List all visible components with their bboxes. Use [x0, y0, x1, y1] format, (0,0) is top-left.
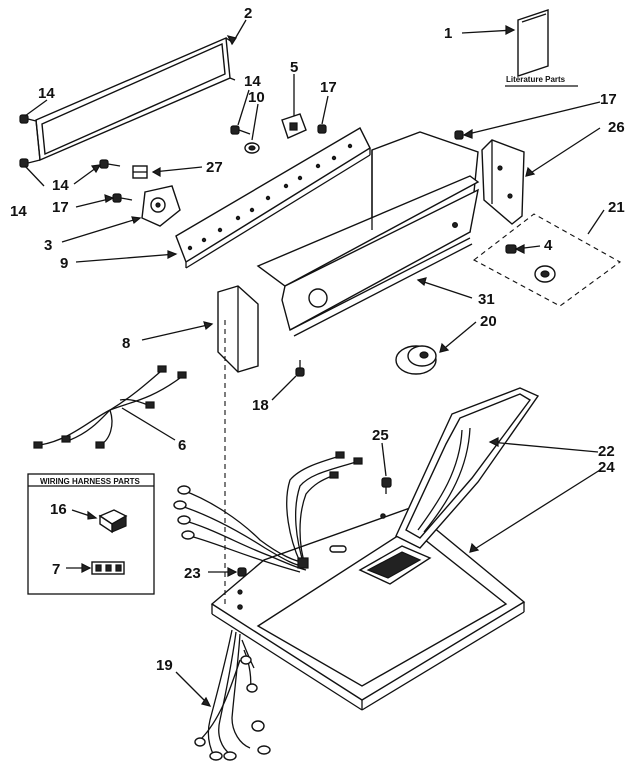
- screw-14-mid: [99, 159, 121, 169]
- callout-22: 22: [598, 443, 615, 460]
- screw-18: [295, 360, 305, 377]
- screw-14-left-bottom: [19, 158, 41, 168]
- callout-27: 27: [206, 159, 223, 176]
- callout-3: 3: [44, 237, 52, 254]
- switch-27: [132, 165, 148, 179]
- callout-24: 24: [598, 459, 615, 476]
- bottom-harness-19: [194, 629, 271, 761]
- callout-18: 18: [252, 397, 269, 414]
- top-harness: [173, 451, 363, 573]
- callout-1: 1: [444, 25, 452, 42]
- callout-14-d: 14: [10, 203, 27, 220]
- wire-harness-6: [33, 365, 187, 449]
- callout-16: 16: [50, 501, 67, 518]
- screw-14-left-top: [19, 114, 37, 124]
- console-end-cap: [217, 285, 259, 373]
- callout-21: 21: [608, 199, 625, 216]
- clip-23: [237, 567, 247, 577]
- callout-31: 31: [478, 291, 495, 308]
- literature-parts-label: Literature Parts: [506, 75, 566, 84]
- screw-14-upper: [230, 125, 251, 135]
- callout-17-c: 17: [52, 199, 69, 216]
- control-panel: [175, 127, 371, 269]
- callout-20: 20: [480, 313, 497, 330]
- main-top: [210, 320, 526, 711]
- callout-25: 25: [372, 427, 389, 444]
- console-body: [256, 131, 480, 337]
- lint-duct-22: [395, 387, 540, 549]
- knob-group-21: [472, 213, 622, 307]
- switch-5: [281, 113, 307, 139]
- callouts: 2 1 14 14 14 14 5 10 17 17 17 26 27 3 9 …: [10, 5, 625, 674]
- screw-17-upper: [317, 124, 327, 134]
- callout-6: 6: [178, 437, 186, 454]
- callout-17-b: 17: [600, 91, 617, 108]
- washer-10: [244, 142, 260, 154]
- callout-14-b: 14: [244, 73, 261, 90]
- callout-4: 4: [544, 237, 553, 254]
- wiring-harness-box: [27, 473, 155, 595]
- screw-17-right: [454, 130, 464, 140]
- end-bracket-26: [481, 139, 525, 225]
- literature-booklet: [505, 9, 578, 87]
- connector-7: [91, 561, 125, 575]
- callout-2: 2: [244, 5, 252, 22]
- callout-19: 19: [156, 657, 173, 674]
- callout-17-a: 17: [320, 79, 337, 96]
- callout-7: 7: [52, 561, 60, 578]
- callout-26: 26: [608, 119, 625, 136]
- callout-10: 10: [248, 89, 265, 106]
- callout-14-a: 14: [38, 85, 55, 102]
- screw-17-left: [112, 193, 133, 203]
- arrowheads: [81, 25, 536, 707]
- connector-16: [98, 509, 128, 534]
- back-panel: [35, 36, 236, 162]
- wiring-harness-title: WIRING HARNESS PARTS: [40, 477, 141, 486]
- callout-8: 8: [122, 335, 130, 352]
- callout-9: 9: [60, 255, 68, 272]
- screw-25: [381, 477, 392, 494]
- callout-23: 23: [184, 565, 201, 582]
- callout-14-c: 14: [52, 177, 69, 194]
- knob-20: [395, 345, 437, 375]
- callout-5: 5: [290, 59, 298, 76]
- timer-bracket-3: [141, 185, 181, 227]
